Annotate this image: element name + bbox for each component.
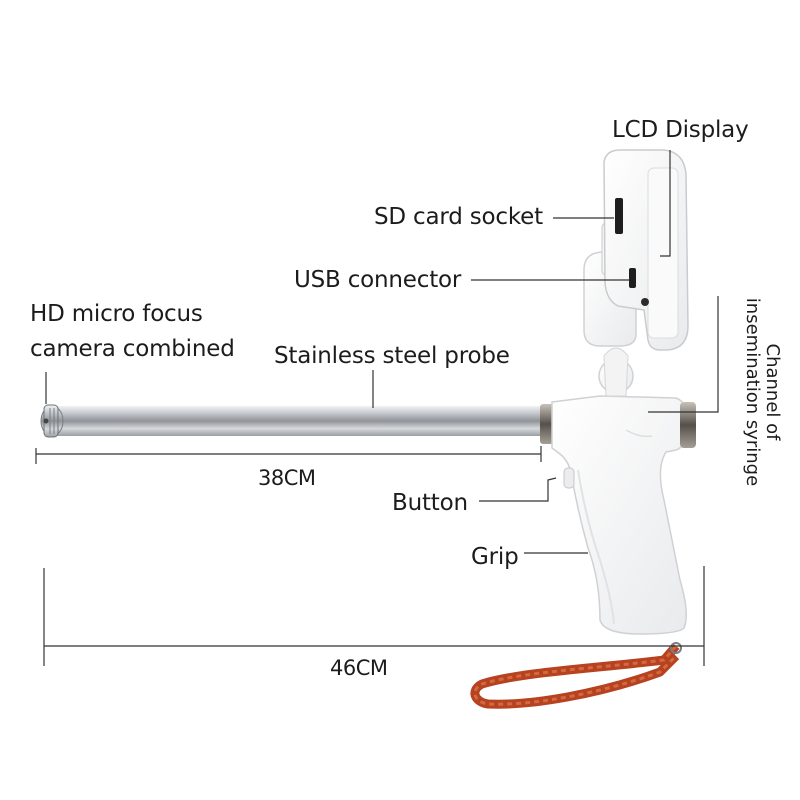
label-usb-connector: USB connector [294,267,462,293]
power-dot-icon [641,298,649,306]
sd-card-slot [615,198,623,234]
camera-tip [43,418,49,424]
trigger-button [563,467,575,489]
label-channel-line1: Channel of [762,343,783,441]
label-channel-line2: insemination syringe [742,297,763,487]
label-grip: Grip [471,544,519,570]
front-collar [540,404,554,444]
measure-probe-length: 38CM [258,466,316,490]
usb-slot [629,268,636,288]
label-sd-card-socket: SD card socket [374,204,543,230]
label-insemination-channel: Channel of insemination syringe [742,297,783,487]
label-camera-line1: HD micro focus [30,301,203,327]
gun-handle [551,395,689,635]
label-button: Button [392,490,468,516]
stainless-steel-probe [40,404,542,438]
label-lcd-display: LCD Display [612,117,749,143]
label-steel-probe: Stainless steel probe [274,343,510,369]
measurement-lines [35,446,705,666]
ball-joint [598,347,634,397]
label-camera-line2: camera combined [30,336,235,362]
measure-total-length: 46CM [330,656,388,680]
lanyard-strap [470,642,682,709]
leader-lines [45,150,719,554]
rear-ring [680,402,696,448]
